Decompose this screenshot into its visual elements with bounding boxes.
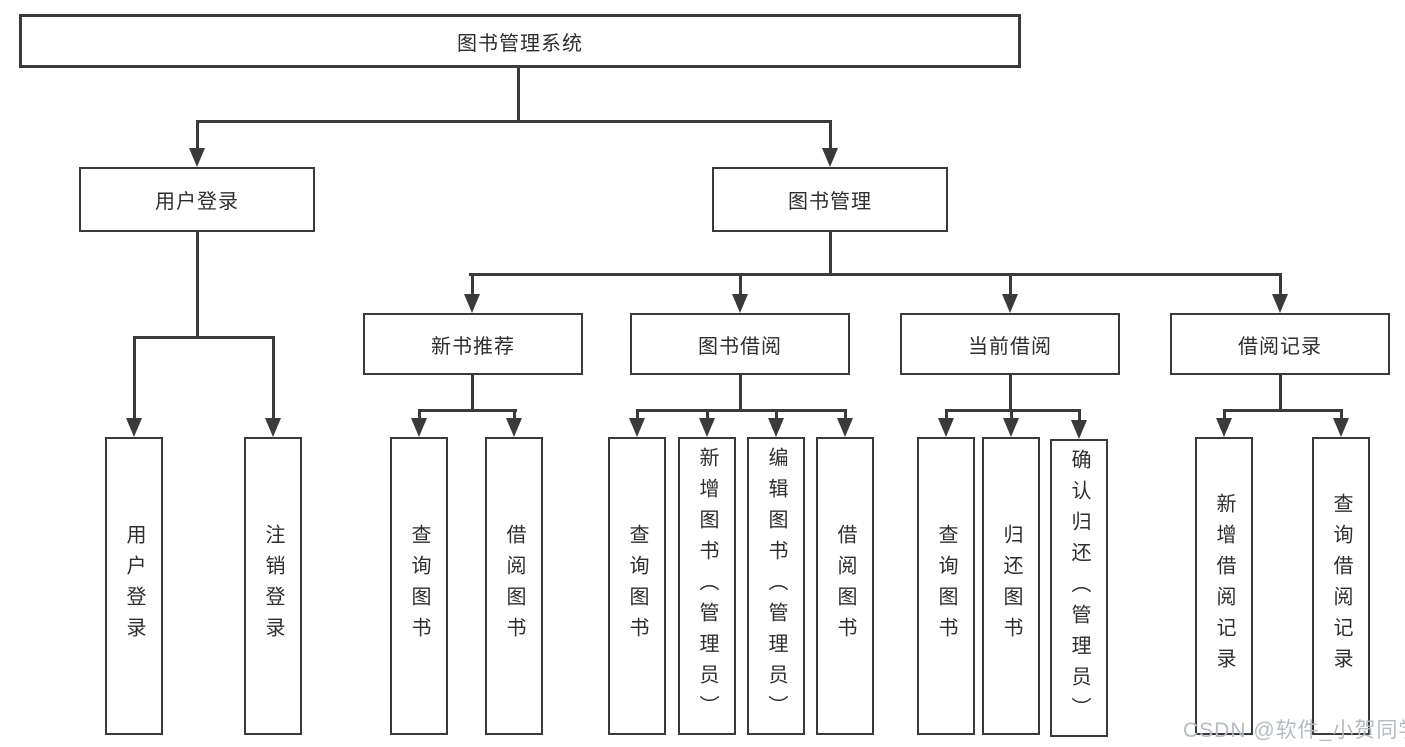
leaf-edit-book-admin: 编辑图书（管理员）: [747, 437, 805, 735]
node-book-borrow: 图书借阅: [630, 313, 850, 375]
leaf-label: 确认归还（管理员）: [1068, 448, 1090, 728]
arrow-down-icon: [837, 418, 853, 437]
connector-root-bus: [196, 120, 832, 123]
connector-drop: [775, 409, 778, 421]
leaf-label: 编辑图书（管理员）: [765, 446, 787, 726]
leaf-user-login: 用户登录: [105, 437, 163, 735]
connector-new-book-stem: [471, 375, 474, 412]
leaf-borrow-books: 借阅图书: [816, 437, 874, 735]
connector-drop-new-book: [471, 273, 474, 297]
arrow-down-icon: [411, 418, 427, 437]
node-new-book-recommend: 新书推荐: [363, 313, 583, 375]
connector-current-borrow-stem: [1009, 375, 1012, 412]
arrow-down-icon: [768, 418, 784, 437]
connector-drop: [1223, 409, 1226, 421]
arrow-down-icon: [126, 418, 142, 437]
leaf-logout-label: 注销登录: [262, 524, 284, 648]
leaf-label: 查询图书: [408, 524, 430, 648]
node-root-label: 图书管理系统: [457, 32, 583, 55]
leaf-label: 借阅图书: [503, 524, 525, 648]
node-book-management-label: 图书管理: [788, 191, 872, 213]
connector-book-mgmt-bus: [469, 273, 1282, 276]
leaf-user-login-label: 用户登录: [123, 524, 145, 648]
node-current-borrow: 当前借阅: [900, 313, 1120, 375]
leaf-query-books-recommend: 查询图书: [390, 437, 448, 735]
leaf-label: 查询图书: [626, 524, 648, 648]
leaf-label: 查询借阅记录: [1330, 493, 1352, 679]
arrow-down-icon: [1216, 418, 1232, 437]
leaf-return-book: 归还图书: [982, 437, 1040, 735]
connector-borrow-records-bus: [1223, 409, 1343, 412]
connector-book-borrow-bus: [636, 409, 846, 412]
arrow-down-icon: [699, 418, 715, 437]
connector-drop: [1078, 409, 1081, 421]
connector-drop-user-login: [196, 120, 199, 150]
leaf-label: 借阅图书: [834, 524, 856, 648]
leaf-label: 查询图书: [935, 524, 957, 648]
csdn-watermark: CSDN @软件_小贺同学: [1183, 719, 1405, 742]
leaf-borrow-books-recommend: 借阅图书: [485, 437, 543, 735]
connector-drop: [945, 409, 948, 421]
connector-drop: [844, 409, 847, 421]
node-new-book-recommend-label: 新书推荐: [431, 335, 515, 358]
leaf-query-books-borrow: 查询图书: [608, 437, 666, 735]
arrow-down-icon: [506, 418, 522, 437]
leaf-query-books-current: 查询图书: [917, 437, 975, 735]
node-borrow-records: 借阅记录: [1170, 313, 1390, 375]
arrow-down-icon: [1002, 294, 1018, 313]
arrow-down-icon: [629, 418, 645, 437]
node-user-login-label: 用户登录: [155, 191, 239, 213]
arrow-down-icon: [464, 294, 480, 313]
connector-drop-borrow-records: [1279, 273, 1282, 297]
leaf-confirm-return-admin: 确认归还（管理员）: [1050, 439, 1108, 737]
node-current-borrow-label: 当前借阅: [968, 335, 1052, 358]
leaf-label: 新增图书（管理员）: [696, 446, 718, 726]
node-root: 图书管理系统: [19, 14, 1021, 68]
connector-drop: [636, 409, 639, 421]
leaf-label: 新增借阅记录: [1213, 493, 1235, 679]
node-borrow-records-label: 借阅记录: [1238, 335, 1322, 358]
arrow-down-icon: [189, 148, 205, 167]
connector-drop-book-mgmt: [829, 120, 832, 150]
connector-drop-leaf-login: [133, 336, 136, 421]
connector-user-login-stem: [196, 232, 199, 339]
connector-drop: [1340, 409, 1343, 421]
connector-current-borrow-bus: [945, 409, 1081, 412]
connector-root-stem: [517, 67, 520, 123]
connector-user-login-bus: [133, 336, 275, 339]
connector-drop: [513, 409, 516, 421]
connector-drop-current-borrow: [1009, 273, 1012, 297]
connector-drop: [706, 409, 709, 421]
node-book-management: 图书管理: [712, 167, 948, 232]
node-book-borrow-label: 图书借阅: [698, 335, 782, 358]
leaf-add-borrow-record: 新增借阅记录: [1195, 437, 1253, 735]
connector-drop-book-borrow: [739, 273, 742, 297]
leaf-query-borrow-record: 查询借阅记录: [1312, 437, 1370, 735]
arrow-down-icon: [732, 294, 748, 313]
arrow-down-icon: [1333, 418, 1349, 437]
connector-new-book-bus: [418, 409, 517, 412]
arrow-down-icon: [822, 148, 838, 167]
leaf-logout: 注销登录: [244, 437, 302, 735]
connector-drop-leaf-logout: [272, 336, 275, 421]
leaf-add-book-admin: 新增图书（管理员）: [678, 437, 736, 735]
arrow-down-icon: [938, 418, 954, 437]
connector-book-borrow-stem: [739, 375, 742, 412]
node-user-login: 用户登录: [79, 167, 315, 232]
connector-book-mgmt-stem: [829, 232, 832, 276]
arrow-down-icon: [1272, 294, 1288, 313]
connector-borrow-records-stem: [1279, 375, 1282, 412]
connector-drop: [418, 409, 421, 421]
arrow-down-icon: [265, 418, 281, 437]
arrow-down-icon: [1003, 418, 1019, 437]
leaf-label: 归还图书: [1000, 524, 1022, 648]
connector-drop: [1010, 409, 1013, 421]
arrow-down-icon: [1071, 420, 1087, 439]
